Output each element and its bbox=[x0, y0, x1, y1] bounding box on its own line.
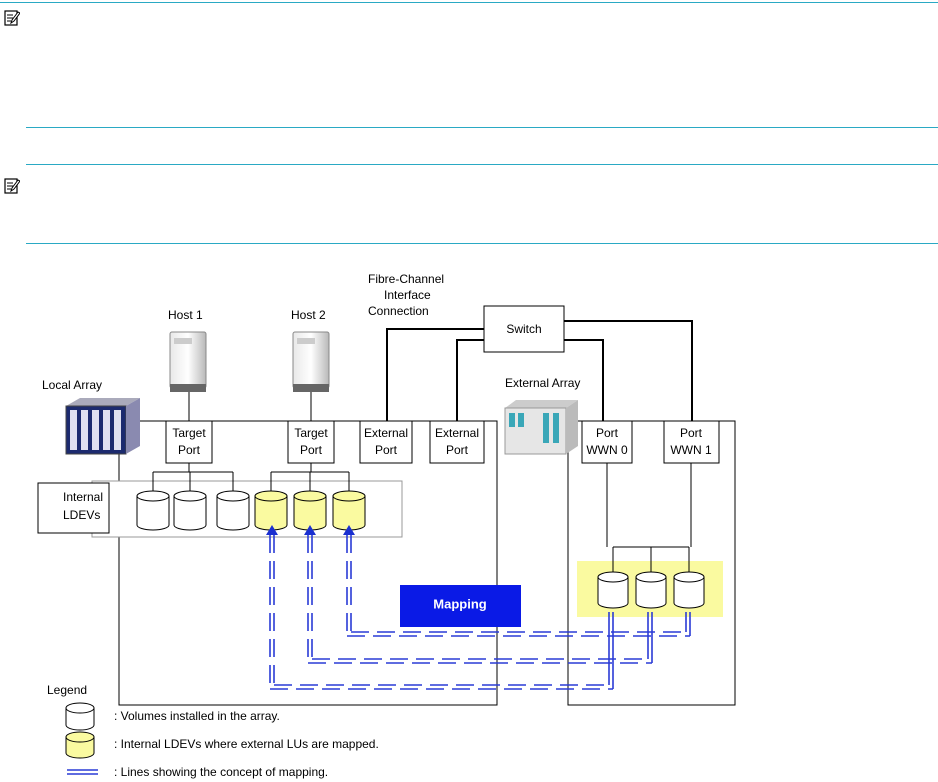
svg-text:Port: Port bbox=[300, 443, 323, 457]
svg-text:WWN 1: WWN 1 bbox=[670, 443, 712, 457]
disk-volume-icon bbox=[332, 490, 366, 531]
server-icon bbox=[292, 331, 330, 392]
external-array-box bbox=[567, 420, 736, 706]
fc-label-line3: Connection bbox=[368, 304, 429, 318]
svg-text:Target: Target bbox=[172, 426, 206, 440]
target-port-2: Target Port bbox=[287, 420, 335, 464]
mapping-box bbox=[400, 585, 521, 627]
second-note-end-rule bbox=[26, 243, 938, 244]
external-array-label: External Array bbox=[505, 376, 580, 390]
disk-volume-icon bbox=[136, 490, 170, 531]
svg-text:Target: Target bbox=[294, 426, 328, 440]
mapping-label: Mapping bbox=[433, 596, 486, 611]
port-wwn-0: Port WWN 0 bbox=[581, 420, 633, 464]
storage-array-icon bbox=[65, 398, 140, 455]
note-icon bbox=[4, 178, 20, 194]
external-wiring bbox=[606, 463, 692, 572]
disk-volume-icon bbox=[673, 571, 705, 609]
mapping-arrowheads bbox=[266, 525, 355, 535]
svg-text:Port: Port bbox=[446, 443, 469, 457]
server-icon bbox=[169, 331, 207, 392]
disk-volume-icon bbox=[597, 571, 629, 609]
top-rule bbox=[0, 2, 938, 3]
disk-volume-icon bbox=[216, 490, 250, 531]
target-port-1: Target Port bbox=[165, 420, 213, 464]
note-end-rule bbox=[26, 127, 938, 128]
legend-line-sample bbox=[67, 769, 98, 775]
disk-volume-icon bbox=[293, 490, 327, 531]
switch-label: Switch bbox=[506, 322, 541, 336]
svg-text:Port: Port bbox=[596, 426, 619, 440]
disk-volume-icon bbox=[254, 490, 288, 531]
svg-text:Port: Port bbox=[375, 443, 398, 457]
svg-text:WWN 0: WWN 0 bbox=[586, 443, 628, 457]
external-port-1: External Port bbox=[359, 420, 413, 464]
legend-item-lines: : Lines showing the concept of mapping. bbox=[114, 765, 328, 779]
second-note-rule bbox=[26, 164, 938, 165]
svg-text:External: External bbox=[435, 426, 479, 440]
note-icon bbox=[4, 10, 20, 26]
legend-item-volumes: : Volumes installed in the array. bbox=[114, 709, 280, 723]
disk-volume-icon bbox=[173, 490, 207, 531]
legend-title: Legend bbox=[47, 683, 87, 697]
fc-cabling bbox=[386, 320, 693, 421]
storage-array-icon bbox=[504, 400, 578, 455]
ldev-wiring bbox=[152, 463, 350, 491]
disk-volume-icon bbox=[65, 702, 95, 731]
disk-volume-icon bbox=[635, 571, 667, 609]
local-array-label: Local Array bbox=[42, 378, 102, 392]
svg-text:Internal: Internal bbox=[63, 490, 103, 504]
host1-label: Host 1 bbox=[168, 308, 203, 322]
svg-text:External: External bbox=[364, 426, 408, 440]
svg-text:LDEVs: LDEVs bbox=[63, 508, 100, 522]
internal-ldevs-box: Internal LDEVs bbox=[37, 482, 110, 534]
port-wwn-1: Port WWN 1 bbox=[663, 420, 720, 464]
external-port-2: External Port bbox=[429, 420, 485, 464]
fc-label-line2: Interface bbox=[384, 288, 431, 302]
svg-text:Port: Port bbox=[178, 443, 201, 457]
host2-label: Host 2 bbox=[291, 308, 326, 322]
disk-volume-icon bbox=[65, 731, 95, 759]
legend-item-mapped: : Internal LDEVs where external LUs are … bbox=[114, 737, 379, 751]
switch-box bbox=[483, 305, 565, 353]
mapping-lines bbox=[269, 535, 691, 690]
svg-text:Port: Port bbox=[680, 426, 703, 440]
fc-label-line1: Fibre-Channel bbox=[368, 272, 444, 286]
